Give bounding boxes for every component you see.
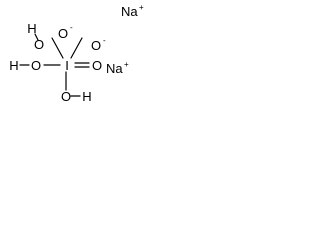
bond-i-o-top-right bbox=[70, 37, 83, 59]
sodium-ion-right: Na bbox=[106, 61, 123, 76]
atom-hydrogen-left: H bbox=[9, 58, 18, 73]
atom-oxygen-left-hydroxyl: O bbox=[31, 58, 41, 73]
atom-hydrogen-upper: H bbox=[27, 21, 36, 36]
bond-o-h-upper bbox=[34, 33, 39, 41]
bond-i-o-top-left bbox=[51, 37, 64, 59]
atom-hydrogen-bottom: H bbox=[82, 89, 91, 104]
atom-iodine: I bbox=[65, 58, 69, 73]
atom-oxygen-double-bond: O bbox=[92, 58, 102, 73]
sodium-charge-right: + bbox=[124, 60, 129, 69]
sodium-ion-top: Na bbox=[121, 4, 138, 19]
charge-right-anion: - bbox=[103, 36, 106, 45]
sodium-charge-top: + bbox=[139, 3, 144, 12]
structural-formula: H O O - O - H O I O O H Na + Na + bbox=[9, 3, 144, 104]
atom-oxygen-right-anion: O bbox=[91, 38, 101, 53]
atom-oxygen-bottom-hydroxyl: O bbox=[61, 89, 71, 104]
charge-top-anion: - bbox=[70, 23, 73, 32]
atom-oxygen-upper-hydroxyl: O bbox=[34, 37, 44, 52]
atom-oxygen-top-anion: O bbox=[58, 26, 68, 41]
